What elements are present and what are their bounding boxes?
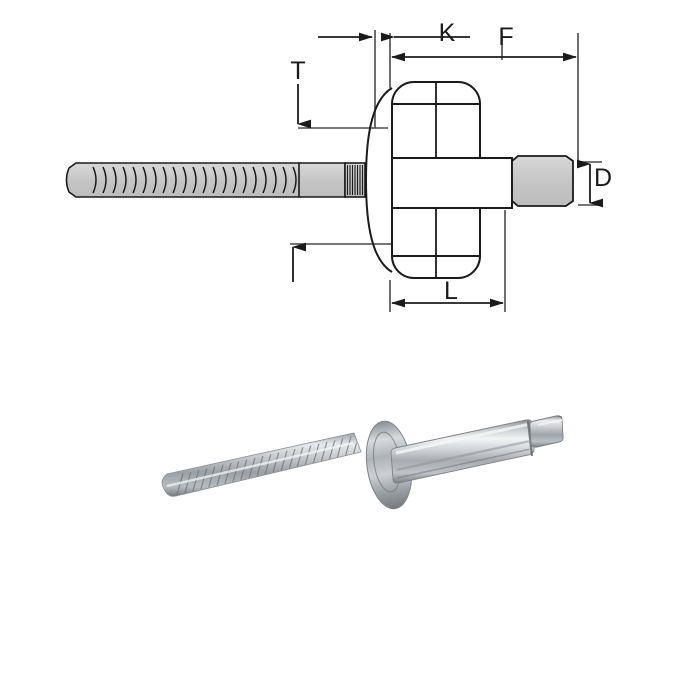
photo-shank-highlight [537, 419, 563, 426]
photo-stem-highlight [166, 441, 354, 488]
dimension-lines [292, 32, 603, 308]
rivet-body [391, 81, 513, 279]
photo-rivet-body [390, 419, 535, 484]
dim-label-T: T [290, 57, 305, 85]
dome-head-flange [364, 87, 393, 273]
knurl-lines [346, 165, 364, 195]
dim-label-F: F [498, 23, 513, 51]
rivet-body-barrel [391, 157, 513, 209]
mandrel-serrations [92, 166, 297, 194]
photo-step-joint [526, 420, 534, 457]
dim-label-L: L [444, 277, 458, 305]
photo-shank-edge [556, 415, 563, 418]
mandrel-stem [65, 162, 366, 198]
rivet-photograph [161, 415, 564, 510]
photo-body-shading [395, 422, 530, 479]
dim-label-K: K [439, 19, 456, 47]
dim-label-D: D [594, 164, 612, 192]
shank-end [511, 155, 574, 207]
